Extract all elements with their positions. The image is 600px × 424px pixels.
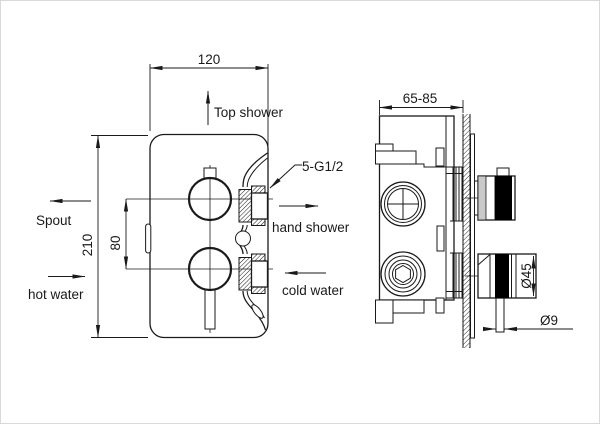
escutcheon-profile <box>235 152 268 331</box>
wall-section <box>462 114 471 348</box>
side-lower-port-plug <box>380 251 426 297</box>
dim-65-85: 65-85 <box>379 91 464 115</box>
dim-d45: Ø45 <box>519 255 536 297</box>
top-shower-label: Top shower <box>214 105 284 120</box>
dim-d45-label: Ø45 <box>519 263 534 289</box>
valve-body <box>375 115 455 324</box>
annotation-thread-ports: 5-G1/2 <box>269 159 343 189</box>
upper-handle-knob <box>187 176 233 222</box>
dim-120: 120 <box>149 52 269 152</box>
hand-shower-label: hand shower <box>272 220 350 235</box>
dim-65-85-label: 65-85 <box>403 91 438 106</box>
profile-slot <box>251 304 264 319</box>
annotation-spout: Spout <box>36 198 91 228</box>
side-view: 65-85 Ø45 Ø9 <box>375 91 573 348</box>
hot-water-label: hot water <box>28 287 84 302</box>
profile-hole <box>235 230 251 247</box>
hex-plug <box>395 264 411 284</box>
dim-80-label: 80 <box>108 235 123 250</box>
dim-210-label: 210 <box>80 234 95 257</box>
dim-80: 80 <box>108 198 129 270</box>
side-upper-port <box>380 181 426 227</box>
annotation-top-shower: Top shower <box>205 90 284 125</box>
dim-d9-label: Ø9 <box>540 313 558 328</box>
cold-water-label: cold water <box>282 283 344 298</box>
side-plate <box>470 133 475 339</box>
lower-handle-knob <box>187 246 233 292</box>
thread-leader-arrow <box>269 164 302 189</box>
lower-handle-lever <box>204 289 216 330</box>
dim-210: 210 <box>80 135 148 338</box>
annotation-hand-shower: hand shower <box>272 203 350 235</box>
dim-d9: Ø9 <box>483 313 573 332</box>
lower-port-cold-water <box>238 253 269 294</box>
annotation-hot-water: hot water <box>28 274 86 302</box>
spout-label: Spout <box>36 213 72 228</box>
side-upper-knob <box>474 167 516 221</box>
upper-port-hand-shower <box>238 185 269 226</box>
annotation-cold-water: cold water <box>282 270 344 298</box>
plate-left-notch <box>145 223 152 254</box>
front-view: 120 210 80 Top shower Spout hot water <box>28 52 350 339</box>
thread-label: 5-G1/2 <box>302 159 343 174</box>
stem-sleeves <box>446 166 463 299</box>
side-lever-rod <box>495 297 505 333</box>
side-lower-knob <box>477 253 537 333</box>
dim-120-label: 120 <box>198 52 221 67</box>
